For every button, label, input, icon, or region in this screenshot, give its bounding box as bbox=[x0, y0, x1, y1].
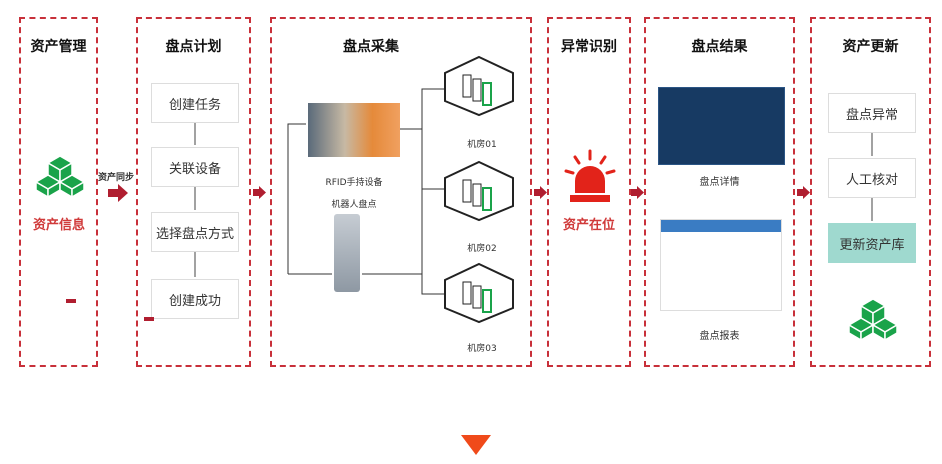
cubes-icon bbox=[847, 298, 899, 342]
room-label: 机房02 bbox=[467, 244, 497, 254]
flow-arrows bbox=[194, 123, 196, 277]
step-created: 创建成功 bbox=[151, 279, 239, 319]
step-create-task: 创建任务 bbox=[151, 83, 239, 123]
server-room-icon bbox=[444, 160, 514, 222]
asset-present-label: 资产在位 bbox=[563, 218, 616, 233]
connector-lines bbox=[287, 88, 444, 295]
detail-screenshot bbox=[658, 87, 785, 165]
room-label: 机房01 bbox=[467, 140, 497, 150]
report-screenshot bbox=[660, 219, 782, 311]
arrow-icon bbox=[631, 186, 644, 199]
step-select-method: 选择盘点方式 bbox=[151, 212, 239, 252]
robot-image bbox=[334, 214, 360, 292]
server-room-icon bbox=[444, 55, 514, 117]
report-label: 盘点报表 bbox=[699, 331, 740, 342]
stage-title: 盘点计划 bbox=[165, 39, 222, 55]
step-anomaly: 盘点异常 bbox=[828, 93, 916, 133]
robot-label: 机器人盘点 bbox=[331, 200, 377, 210]
asset-info-label: 资产信息 bbox=[33, 218, 86, 233]
marker bbox=[144, 317, 154, 321]
alarm-icon bbox=[564, 149, 616, 202]
stage-asset-update: 资产更新 盘点异常 人工核对 更新资产库 bbox=[810, 17, 931, 367]
cubes-icon bbox=[34, 155, 86, 199]
stage-title: 异常识别 bbox=[561, 39, 617, 55]
stage-anomaly: 异常识别 资产在位 bbox=[547, 17, 631, 367]
flow-arrows bbox=[871, 133, 873, 221]
server-room-icon bbox=[444, 262, 514, 324]
arrow-icon bbox=[108, 184, 128, 202]
step-link-device: 关联设备 bbox=[151, 147, 239, 187]
stage-inventory-plan: 盘点计划 创建任务 关联设备 选择盘点方式 创建成功 bbox=[136, 17, 251, 367]
step-update-db: 更新资产库 bbox=[828, 223, 916, 263]
stage-title: 资产管理 bbox=[30, 39, 87, 55]
rfid-label: RFID手持设备 bbox=[325, 178, 383, 188]
rfid-photo bbox=[308, 103, 400, 157]
down-chevron-icon[interactable] bbox=[461, 435, 491, 455]
connector-label: 资产同步 bbox=[98, 173, 135, 183]
stage-inventory-result: 盘点结果 盘点详情 盘点报表 bbox=[644, 17, 795, 367]
detail-label: 盘点详情 bbox=[699, 177, 740, 188]
stage-inventory-collect: 盘点采集 RFID手持设备 机器人盘点 机房01 机房02 机房03 bbox=[270, 17, 532, 367]
room-label: 机房03 bbox=[467, 344, 497, 354]
stage-asset-management: 资产管理 资产信息 bbox=[19, 17, 98, 367]
step-manual-check: 人工核对 bbox=[828, 158, 916, 198]
arrow-icon bbox=[253, 186, 266, 199]
stage-title: 资产更新 bbox=[842, 39, 899, 55]
stage-title: 盘点采集 bbox=[343, 39, 399, 55]
arrow-icon bbox=[534, 186, 547, 199]
arrow-icon bbox=[797, 186, 810, 199]
stage-title: 盘点结果 bbox=[691, 39, 748, 55]
marker bbox=[66, 299, 76, 303]
